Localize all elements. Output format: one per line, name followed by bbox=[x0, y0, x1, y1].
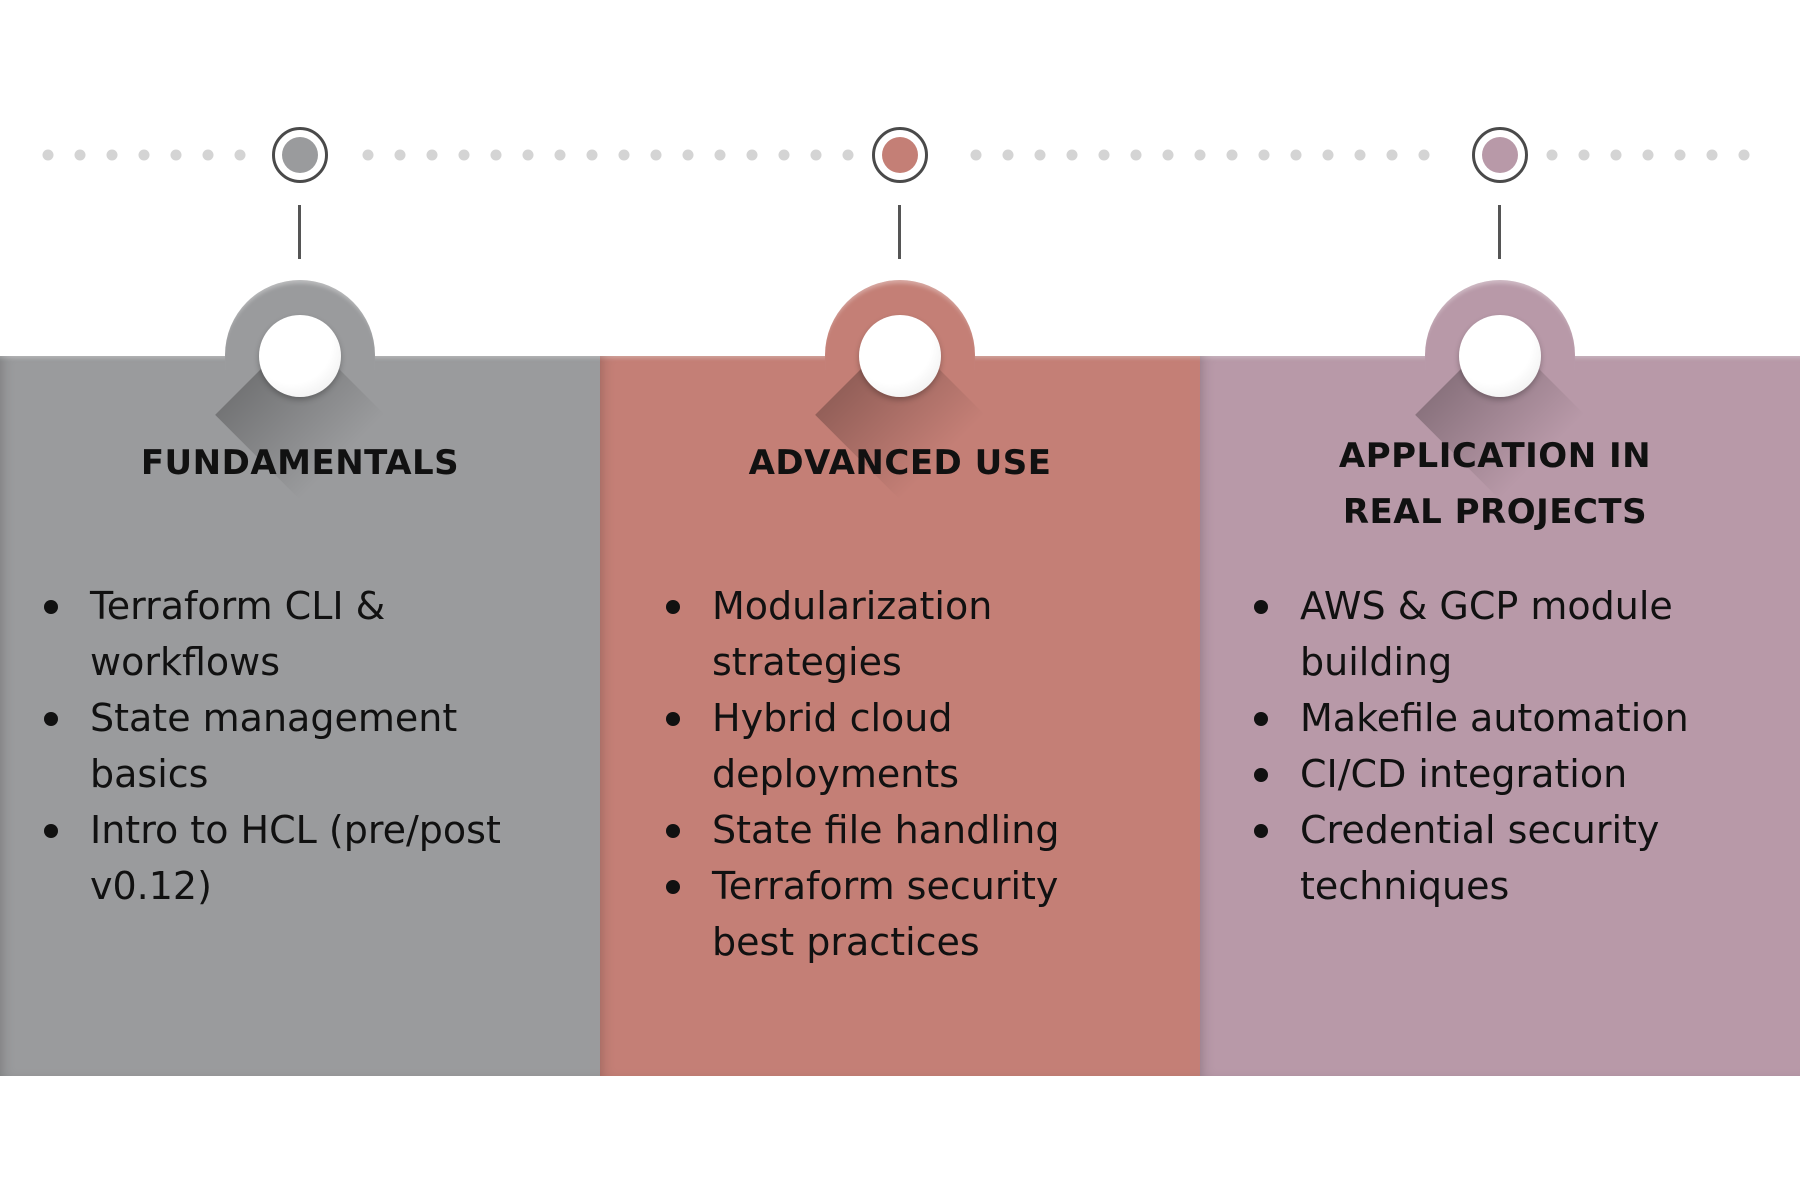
timeline-dot bbox=[362, 149, 374, 161]
panel-fundamentals bbox=[0, 356, 600, 1076]
timeline-dot bbox=[810, 149, 822, 161]
panel-knob-advanced bbox=[859, 315, 941, 397]
list-item: Terraform CLI & workflows bbox=[38, 578, 518, 690]
timeline-dot bbox=[778, 149, 790, 161]
timeline-marker-application bbox=[1472, 127, 1528, 183]
timeline-dot bbox=[1258, 149, 1270, 161]
timeline-dot bbox=[1546, 149, 1558, 161]
timeline-dot bbox=[1386, 149, 1398, 161]
timeline-stem-application bbox=[1498, 205, 1501, 259]
timeline-dot bbox=[1354, 149, 1366, 161]
timeline-dot bbox=[714, 149, 726, 161]
timeline-dot bbox=[1674, 149, 1686, 161]
timeline-stem-advanced bbox=[898, 205, 901, 259]
panel-advanced bbox=[600, 356, 1200, 1076]
list-item: Credential security techniques bbox=[1248, 802, 1748, 914]
timeline-dot bbox=[842, 149, 854, 161]
timeline-dot bbox=[458, 149, 470, 161]
timeline-dot bbox=[1578, 149, 1590, 161]
list-item: Hybrid cloud deployments bbox=[660, 690, 1110, 802]
panel-knob-fundamentals bbox=[259, 315, 341, 397]
timeline-dot bbox=[138, 149, 150, 161]
list-item: Makefile automation bbox=[1248, 690, 1748, 746]
timeline-dot bbox=[618, 149, 630, 161]
stage-list-fundamentals: Terraform CLI & workflows State manageme… bbox=[38, 578, 518, 914]
list-item: CI/CD integration bbox=[1248, 746, 1748, 802]
timeline-dot bbox=[394, 149, 406, 161]
timeline-dot bbox=[1322, 149, 1334, 161]
timeline-stem-fundamentals bbox=[298, 205, 301, 259]
timeline-dot bbox=[234, 149, 246, 161]
list-item: Modularization strategies bbox=[660, 578, 1110, 690]
panel-application bbox=[1200, 356, 1800, 1076]
timeline-dot bbox=[1642, 149, 1654, 161]
timeline-dot bbox=[650, 149, 662, 161]
timeline-dot bbox=[1610, 149, 1622, 161]
timeline-dot bbox=[586, 149, 598, 161]
timeline-dot bbox=[522, 149, 534, 161]
list-item: State file handling bbox=[660, 802, 1110, 858]
stage-title-advanced: ADVANCED USE bbox=[748, 443, 1052, 483]
list-item: Intro to HCL (pre/post v0.12) bbox=[38, 802, 518, 914]
timeline-dot bbox=[1162, 149, 1174, 161]
timeline-dot bbox=[554, 149, 566, 161]
timeline-dot bbox=[1706, 149, 1718, 161]
timeline-dot bbox=[170, 149, 182, 161]
stage-title-fundamentals: FUNDAMENTALS bbox=[140, 443, 460, 483]
timeline-dot bbox=[1290, 149, 1302, 161]
list-item: AWS & GCP module building bbox=[1248, 578, 1748, 690]
panel-knob-application bbox=[1459, 315, 1541, 397]
timeline-dot bbox=[1738, 149, 1750, 161]
timeline-dot bbox=[106, 149, 118, 161]
timeline-dot bbox=[1418, 149, 1430, 161]
list-item: State management basics bbox=[38, 690, 518, 802]
timeline-dot bbox=[746, 149, 758, 161]
stage-list-advanced: Modularization strategies Hybrid cloud d… bbox=[660, 578, 1110, 970]
timeline-dot bbox=[1226, 149, 1238, 161]
timeline-dot bbox=[42, 149, 54, 161]
timeline-dot bbox=[202, 149, 214, 161]
timeline-marker-advanced bbox=[872, 127, 928, 183]
list-item: Terraform security best practices bbox=[660, 858, 1110, 970]
timeline-dot bbox=[1194, 149, 1206, 161]
timeline-dot bbox=[1034, 149, 1046, 161]
timeline-dot bbox=[426, 149, 438, 161]
timeline-dot bbox=[970, 149, 982, 161]
stage-title-application: APPLICATION IN REAL PROJECTS bbox=[1338, 436, 1652, 532]
timeline-marker-fundamentals bbox=[272, 127, 328, 183]
timeline-dot bbox=[1002, 149, 1014, 161]
timeline-dot bbox=[1130, 149, 1142, 161]
timeline-dot bbox=[1098, 149, 1110, 161]
timeline-dots bbox=[42, 149, 1750, 161]
stage-list-application: AWS & GCP module building Makefile autom… bbox=[1248, 578, 1748, 914]
timeline-dot bbox=[74, 149, 86, 161]
timeline-dot bbox=[682, 149, 694, 161]
timeline-dot bbox=[490, 149, 502, 161]
timeline-dot bbox=[1066, 149, 1078, 161]
